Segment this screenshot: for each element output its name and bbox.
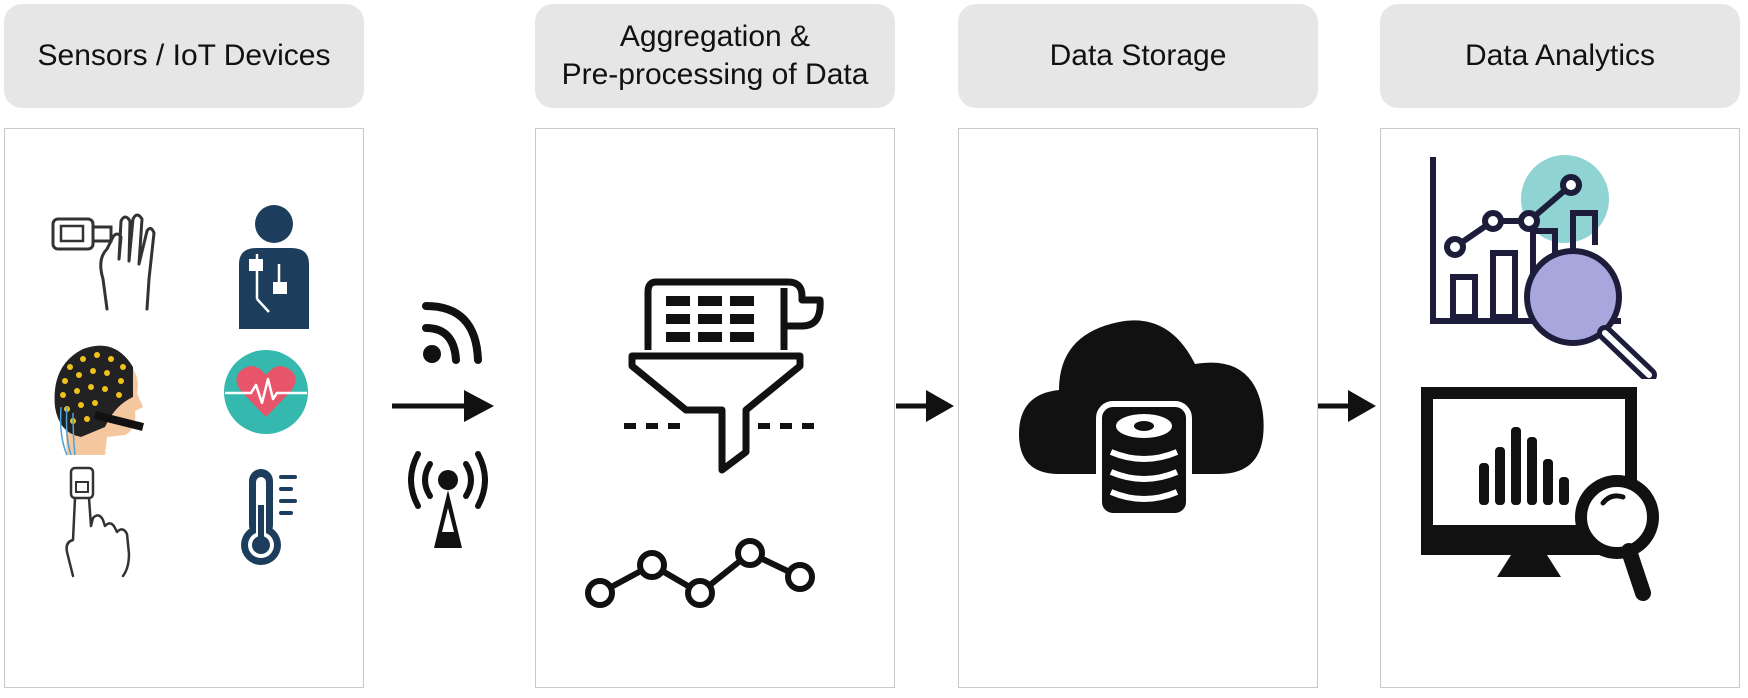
data-filter-funnel-icon	[624, 278, 824, 474]
stage-header-aggregation: Aggregation & Pre-processing of Data	[535, 4, 895, 108]
line-graph-nodes-icon	[585, 538, 815, 608]
arrow-right-icon	[392, 390, 494, 422]
wearable-ecg-person-icon	[239, 205, 309, 329]
panel-analytics	[1380, 128, 1740, 688]
arrow-right-icon	[1318, 390, 1376, 422]
heart-rate-icon	[224, 350, 308, 434]
stage-title-storage: Data Storage	[1049, 39, 1227, 72]
monitor-chart-magnifier-icon	[1421, 387, 1659, 601]
stage-title-aggregation: Aggregation & Pre-processing of Data	[561, 20, 869, 91]
panel-sensors	[4, 128, 364, 688]
wifi-icon	[422, 302, 482, 364]
antenna-tower-icon	[408, 451, 488, 548]
stage-header-analytics: Data Analytics	[1380, 4, 1740, 108]
finger-sensor-icon	[65, 466, 131, 578]
stage-title-analytics: Data Analytics	[1464, 39, 1656, 72]
eeg-cap-head-icon	[54, 345, 144, 456]
panel-aggregation	[535, 128, 895, 688]
arrow-right-icon	[896, 390, 954, 422]
chart-magnifier-icon	[1430, 155, 1657, 379]
pulse-oximeter-hand-icon	[51, 213, 156, 311]
stage-header-sensors: Sensors / IoT Devices	[4, 4, 364, 108]
cloud-database-icon	[1019, 320, 1264, 519]
thermometer-icon	[241, 469, 297, 565]
stage-header-storage: Data Storage	[958, 4, 1318, 108]
panel-storage	[958, 128, 1318, 688]
stage-title-sensors: Sensors / IoT Devices	[37, 39, 331, 72]
